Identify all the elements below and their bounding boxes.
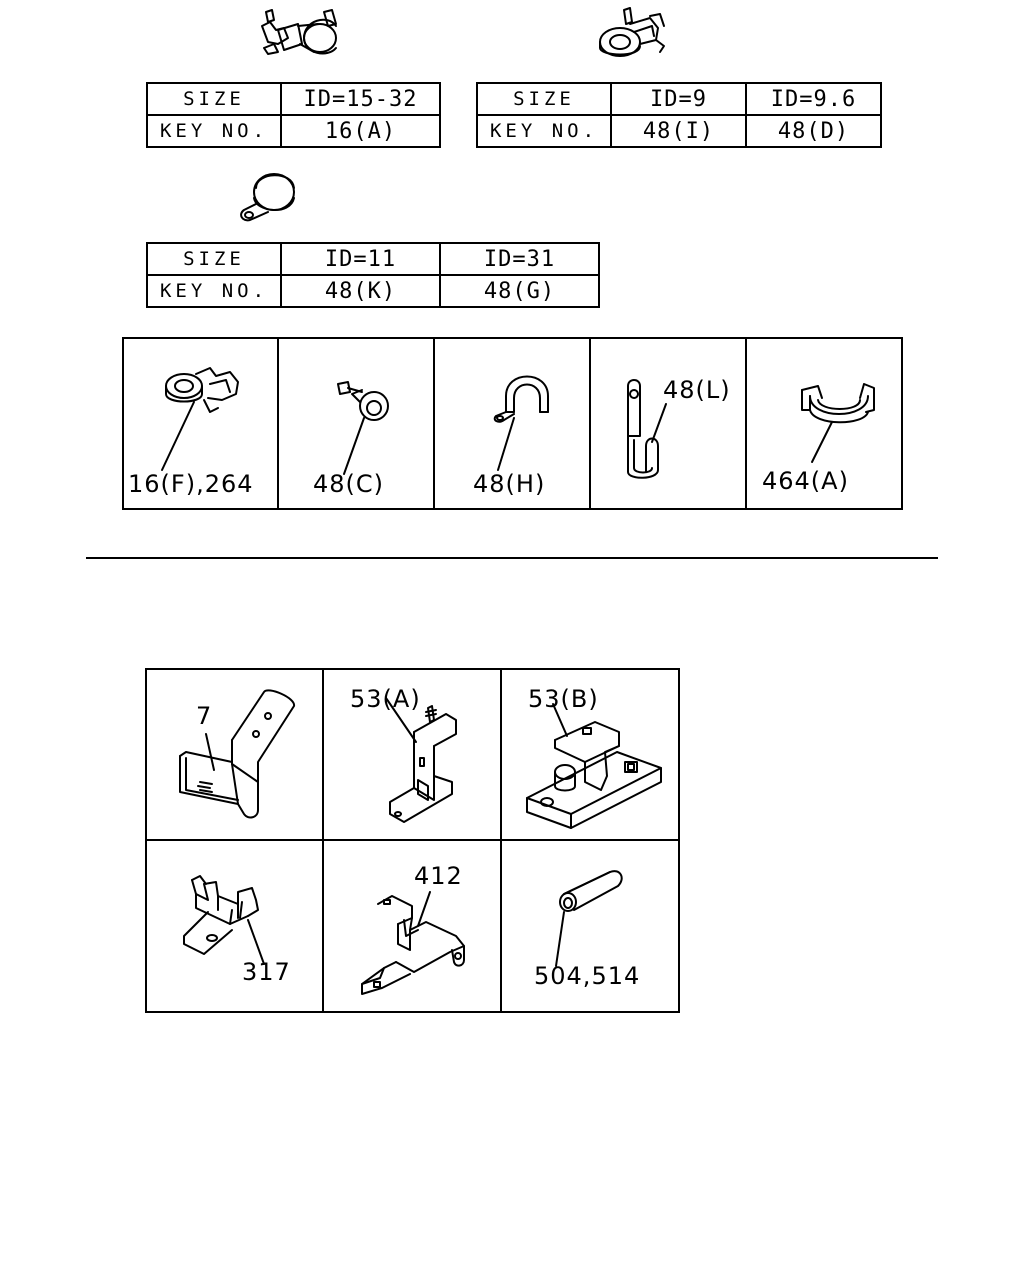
size-value: ID=31 [439,242,600,276]
key-label: KEY NO. [476,114,612,148]
clip-panel-divider [277,337,279,510]
bracket-7-icon [179,689,295,819]
size-value: ID=9.6 [745,82,882,116]
table-row: KEY NO. 48(K) 48(G) [146,274,600,308]
size-label: SIZE [146,242,282,276]
section-divider [86,557,938,559]
clip-b-icon [599,7,665,57]
spacer-504-icon [555,870,623,967]
clip-panel [122,337,903,510]
clip-c-icon [240,173,295,222]
callout-label: 464(A) [762,467,849,495]
callout-label: 7 [196,702,213,730]
key-label: KEY NO. [146,274,282,308]
callout-label: 48(L) [663,376,731,404]
bracket-317-icon [183,875,265,965]
size-label: SIZE [476,82,612,116]
key-value: 48(D) [745,114,882,148]
key-value: 48(I) [610,114,747,148]
callout-label: 53(B) [528,685,599,713]
bracket-53a-icon [385,697,457,823]
spec-table-clip-c: SIZE ID=11 ID=31 KEY NO. 48(K) 48(G) [146,242,600,308]
clip-a-icon [261,9,337,55]
callout-label: 317 [242,958,291,986]
size-value: ID=9 [610,82,747,116]
size-label: SIZE [146,82,282,116]
clip-panel-divider [745,337,747,510]
table-row: SIZE ID=11 ID=31 [146,242,600,276]
callout-label: 16(F),264 [128,470,254,498]
spec-table-clip-b: SIZE ID=9 ID=9.6 KEY NO. 48(I) 48(D) [476,82,882,148]
callout-label: 48(C) [313,470,385,498]
bracket-412-icon [361,891,465,995]
callout-label: 504,514 [534,962,641,990]
key-label: KEY NO. [146,114,282,148]
bracket-panel-divider [145,839,680,841]
clip-48c-icon [337,381,389,475]
clip-16f-icon [161,367,239,471]
table-row: KEY NO. 48(I) 48(D) [476,114,882,148]
spec-table-clip-a: SIZE ID=15-32 KEY NO. 16(A) [146,82,441,148]
callout-label: 412 [414,862,463,890]
table-row: SIZE ID=15-32 [146,82,441,116]
table-row: SIZE ID=9 ID=9.6 [476,82,882,116]
table-row: KEY NO. 16(A) [146,114,441,148]
clip-panel-divider [433,337,435,510]
clip-48l-icon [627,379,667,479]
key-value: 16(A) [280,114,441,148]
callout-label: 53(A) [350,685,421,713]
clip-48h-icon [493,375,549,471]
size-value: ID=11 [280,242,441,276]
bracket-53b-icon [526,703,662,829]
clip-panel-divider [589,337,591,510]
clip-464a-icon [801,383,875,463]
callout-label: 48(H) [473,470,546,498]
key-value: 48(K) [280,274,441,308]
size-value: ID=15-32 [280,82,441,116]
key-value: 48(G) [439,274,600,308]
